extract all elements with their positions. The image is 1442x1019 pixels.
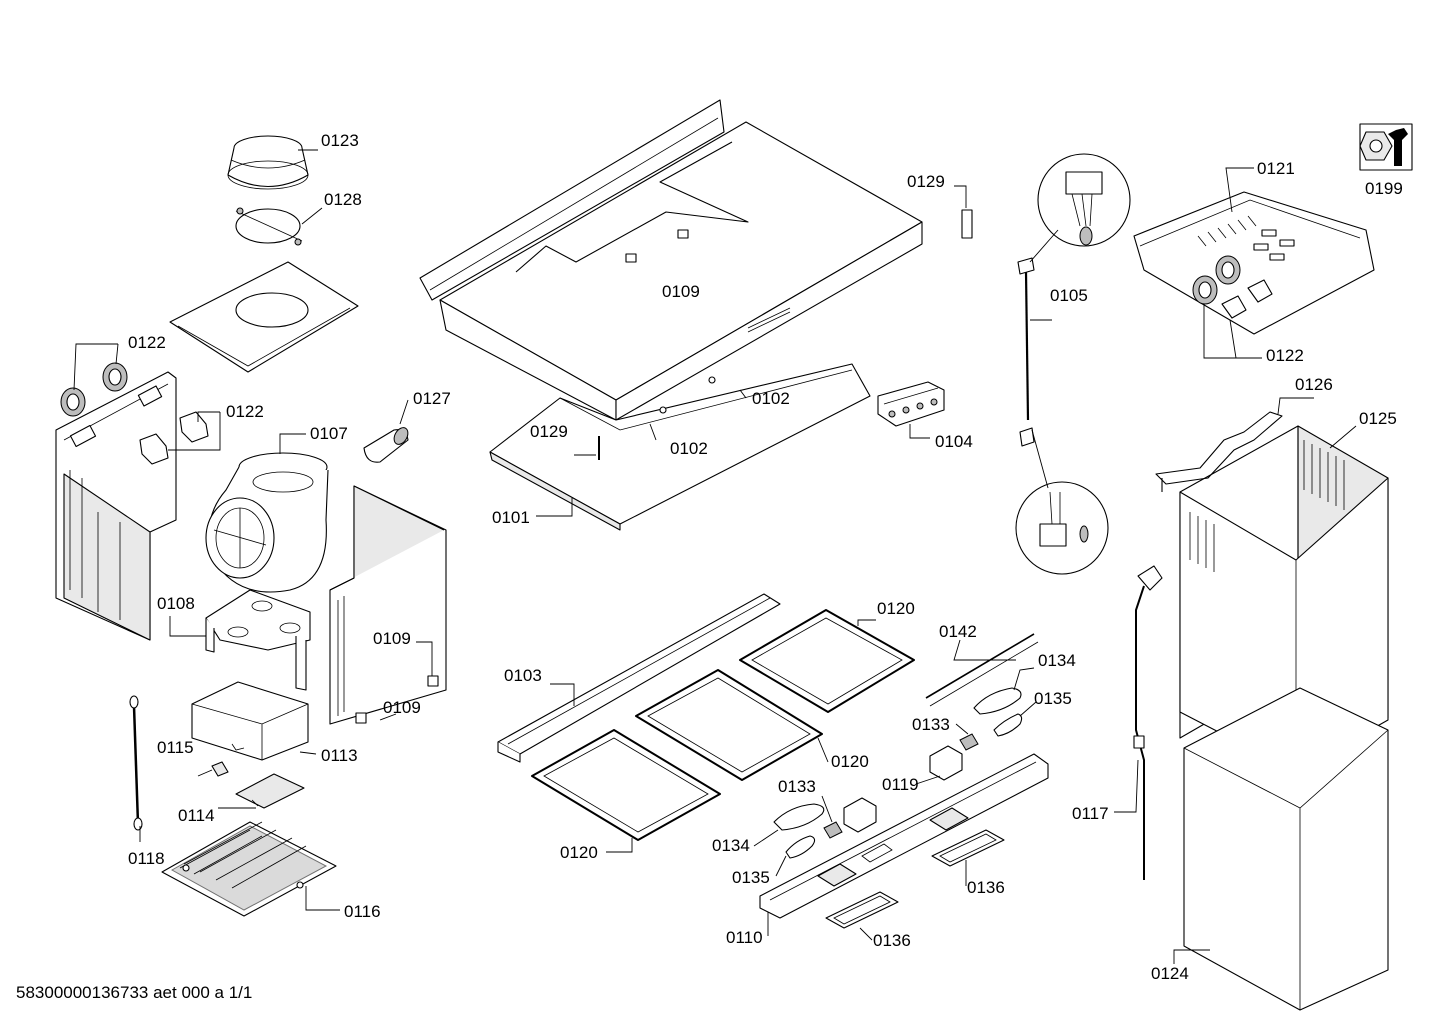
part-0117-power-cord [1133,565,1163,880]
part-0126-chimney-bracket [1155,411,1283,492]
part-0122-cap-pair [139,411,209,465]
part-0113-control-box [191,681,309,761]
label-0102: 0102 [752,389,790,408]
label-0133: 0133 [912,715,950,734]
label-0135: 0135 [1034,689,1072,708]
label-0122: 0122 [1266,346,1304,365]
label-0101: 0101 [492,508,530,527]
part-0128-damper-flap [235,207,303,246]
label-0104: 0104 [935,432,973,451]
label-0126: 0126 [1295,375,1333,394]
label-0124: 0124 [1151,964,1189,983]
label-0135: 0135 [732,868,770,887]
label-0120: 0120 [877,599,915,618]
part-0105-wire-harness [1015,153,1131,575]
label-0120: 0120 [560,843,598,862]
part-0122-knob-pair [60,362,128,417]
label-0108: 0108 [157,594,195,613]
part-0136-lens-cover [825,829,1005,929]
leader-lines [73,149,1357,964]
part-0134-lamp-cover [773,687,1022,831]
label-0109: 0109 [373,629,411,648]
part-0108-motor-bracket [205,589,311,691]
label-0116: 0116 [344,902,381,921]
label-0133: 0133 [778,777,816,796]
label-0103: 0103 [504,666,542,685]
label-0114: 0114 [178,806,215,825]
part-0104-switch-module [877,381,945,427]
part-0107-blower-housing [205,452,329,593]
label-0129: 0129 [530,422,568,441]
label-0134: 0134 [1038,651,1076,670]
label-0136: 0136 [967,878,1005,897]
part-0127-capacitor [363,427,409,463]
label-0129: 0129 [907,172,945,191]
label-0119: 0119 [882,775,919,794]
wrench-nut-icon [1359,123,1413,171]
label-0107: 0107 [310,424,348,443]
part-0135-bulb [785,713,1023,859]
label-0102: 0102 [670,439,708,458]
part-0142-lamp-cable [925,633,1039,707]
label-0105: 0105 [1050,286,1088,305]
part-0109-side-panel [329,485,447,725]
label-0113: 0113 [321,746,358,765]
label-0122: 0122 [226,402,264,421]
part-top-mounting-plate [169,261,359,373]
label-0122: 0122 [128,333,166,352]
label-0109: 0109 [662,282,700,301]
part-0116-mesh-filter [161,821,337,917]
part-0121-hardware-bag [1133,191,1375,335]
label-0134: 0134 [712,836,750,855]
label-0128: 0128 [324,190,362,209]
label-0115: 0115 [157,738,194,757]
part-0129-spacer [961,209,973,239]
part-0101-hood-body [419,99,923,531]
part-0103-filter-rail [497,593,781,763]
label-0123: 0123 [321,131,359,150]
part-0110-light-rail [759,753,1049,919]
part-0119-terminal-block [843,745,963,833]
part-0133-lamp-socket [823,733,979,839]
label-0109: 0109 [383,698,421,717]
label-0118: 0118 [128,849,165,868]
part-0120-grease-filters [531,609,915,841]
part-0114-pcb [235,773,305,809]
label-0125: 0125 [1359,409,1397,428]
label-0136: 0136 [873,931,911,950]
part-0118-ground-cable [129,695,143,831]
label-0121: 0121 [1257,159,1295,178]
part-0123-duct-collar [227,135,309,190]
part-labels: 0123 0128 0122 0122 0107 0127 0108 0109 … [128,131,1403,983]
part-0115-clip [211,761,229,777]
label-0199: 0199 [1365,179,1403,198]
label-0117: 0117 [1072,804,1109,823]
part-0125-upper-chimney [1179,425,1389,773]
part-0124-lower-chimney [1183,687,1389,1011]
label-0127: 0127 [413,389,451,408]
label-0142: 0142 [939,622,977,641]
label-0110: 0110 [726,928,763,947]
document-id: 58300000136733 aet 000 a 1/1 [16,983,252,1002]
label-0120: 0120 [831,752,869,771]
